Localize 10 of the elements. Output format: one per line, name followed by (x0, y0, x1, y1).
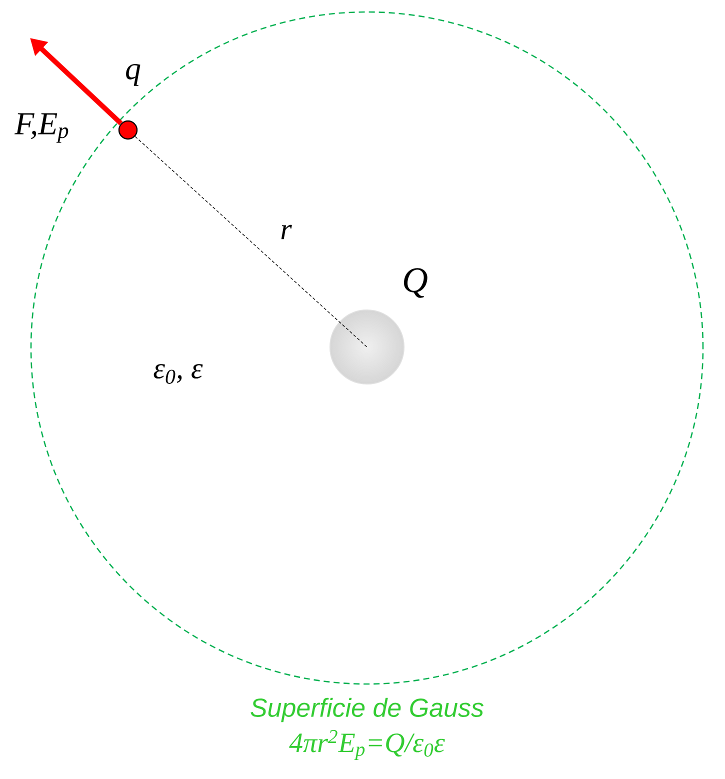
edge-label: r (279, 224, 293, 240)
charge-sphere (330, 310, 404, 384)
medium-label: ε$_{0}$, ε (154, 364, 203, 384)
surface-caption: Superficie de Gauss (250, 698, 484, 722)
radius-line (134, 136, 368, 348)
formula: 4πr$^{2}$E$_{p}$=Q/ε$_{0}$ε (289, 730, 445, 760)
charge-label: q (126, 64, 140, 86)
charge-label: Q (404, 268, 428, 298)
test-charge (118, 120, 138, 140)
edge-label: F,E$_{p}$ (14, 112, 70, 144)
